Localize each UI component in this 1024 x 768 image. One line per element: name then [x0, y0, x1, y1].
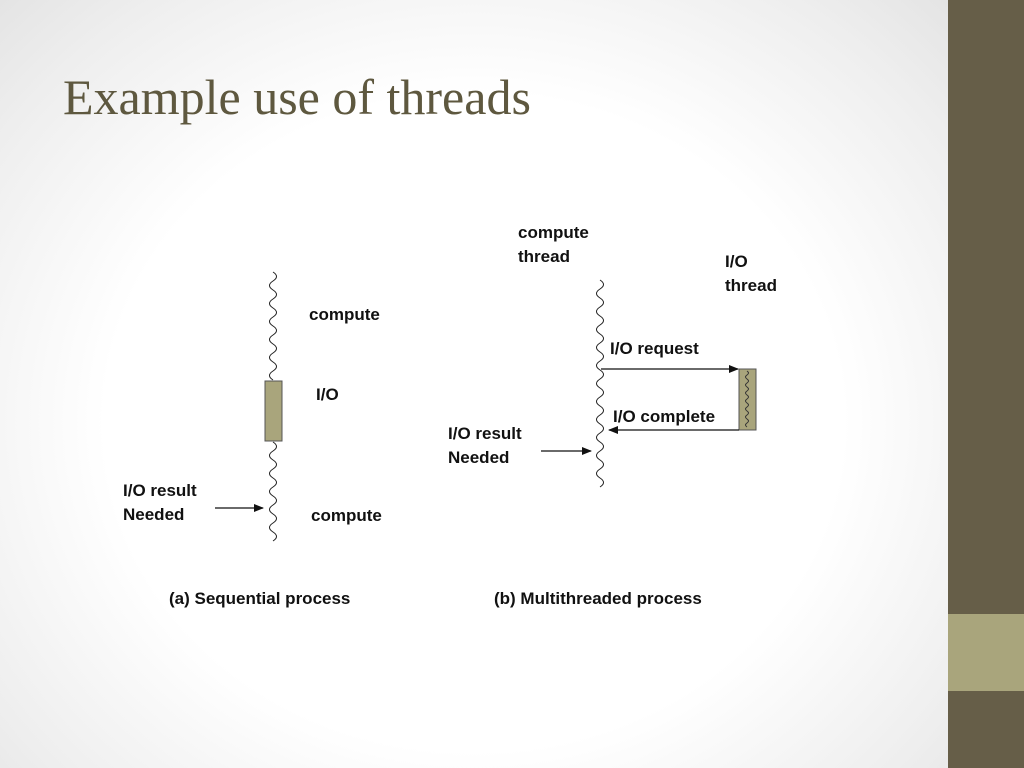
sequential-io-block — [264, 380, 283, 442]
io-thread-block — [738, 368, 757, 431]
sequential-caption: (a) Sequential process — [169, 589, 351, 608]
io-thread-wave — [745, 370, 749, 428]
compute-thread-line2: thread — [518, 247, 570, 266]
io-thread-line1: I/O — [725, 252, 748, 271]
multithreaded-io-result-line1: I/O result — [448, 424, 522, 443]
compute-thread-label: compute thread — [518, 221, 589, 269]
multithreaded-caption: (b) Multithreaded process — [494, 589, 702, 608]
slide-title: Example use of threads — [63, 69, 531, 125]
multithreaded-io-result-line2: Needed — [448, 448, 510, 467]
side-bar-accent — [948, 614, 1024, 691]
sequential-io-label: I/O — [316, 385, 339, 404]
sequential-io-result-line2: Needed — [123, 505, 185, 524]
compute-thread-line1: compute — [518, 223, 589, 242]
io-thread-label: I/O thread — [725, 250, 777, 298]
sequential-io-result-line1: I/O result — [123, 481, 197, 500]
io-complete-label: I/O complete — [613, 407, 716, 426]
multithreaded-io-result-label: I/O result Needed — [448, 422, 522, 470]
sequential-io-result-label: I/O result Needed — [123, 479, 197, 527]
compute-thread-wave — [596, 279, 604, 488]
sequential-compute-bottom-label: compute — [311, 506, 382, 525]
io-request-label: I/O request — [610, 339, 699, 358]
slide-background — [0, 0, 948, 768]
sequential-compute-wave-bottom — [269, 441, 277, 542]
threads-diagram — [215, 271, 757, 542]
sequential-compute-wave-top — [269, 271, 277, 381]
io-thread-line2: thread — [725, 276, 777, 295]
sequential-compute-top-label: compute — [309, 305, 380, 324]
